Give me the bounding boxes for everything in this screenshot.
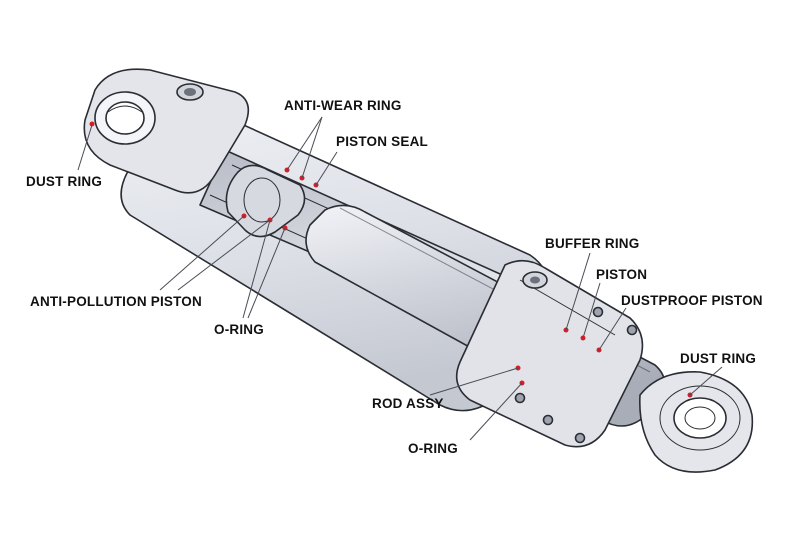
leader-dust-ring-left xyxy=(77,124,93,171)
gland-bolt xyxy=(574,432,586,444)
seal-dot xyxy=(89,121,95,127)
label-o-ring-upper: O-RING xyxy=(214,322,264,337)
leader-lines xyxy=(77,116,723,441)
leader-anti-pollution-piston xyxy=(159,215,245,291)
label-dust-ring-left: DUST RING xyxy=(26,174,102,189)
piston-head xyxy=(225,164,306,238)
leader-rod-assy xyxy=(429,367,519,396)
leader-anti-pollution-piston xyxy=(177,219,271,291)
leader-o-ring-lower xyxy=(469,382,523,441)
gland-bolt xyxy=(626,324,638,336)
label-anti-pollution-piston: ANTI-POLLUTION PISTON xyxy=(30,294,202,309)
label-piston-seal: PISTON SEAL xyxy=(336,134,428,149)
gland-bolt xyxy=(514,392,526,404)
callout-labels: DUST RING ANTI-WEAR RING PISTON SEAL ANT… xyxy=(26,98,763,456)
label-o-ring-lower: O-RING xyxy=(408,441,458,456)
label-dustproof-piston: DUSTPROOF PISTON xyxy=(621,293,763,308)
leader-dust-ring-right xyxy=(689,366,723,396)
label-dust-ring-right: DUST RING xyxy=(680,351,756,366)
label-rod-assy: ROD ASSY xyxy=(372,396,444,411)
gland-bolt xyxy=(542,414,554,426)
leader-dustproof-piston xyxy=(598,307,627,351)
leader-piston-seal xyxy=(315,151,338,186)
leader-buffer-ring xyxy=(565,252,591,331)
label-buffer-ring: BUFFER RING xyxy=(545,236,639,251)
leader-anti-wear-ring xyxy=(301,116,323,179)
rear-end-cap xyxy=(83,68,250,194)
rod-end-eye xyxy=(638,371,754,473)
leader-piston xyxy=(582,282,601,339)
label-anti-wear-ring: ANTI-WEAR RING xyxy=(284,98,402,113)
label-piston: PISTON xyxy=(596,267,647,282)
leader-o-ring-upper xyxy=(247,227,286,319)
front-gland xyxy=(455,259,644,448)
leader-o-ring-upper xyxy=(242,219,271,319)
leader-anti-wear-ring xyxy=(286,116,323,171)
gland-bolt xyxy=(592,306,604,318)
